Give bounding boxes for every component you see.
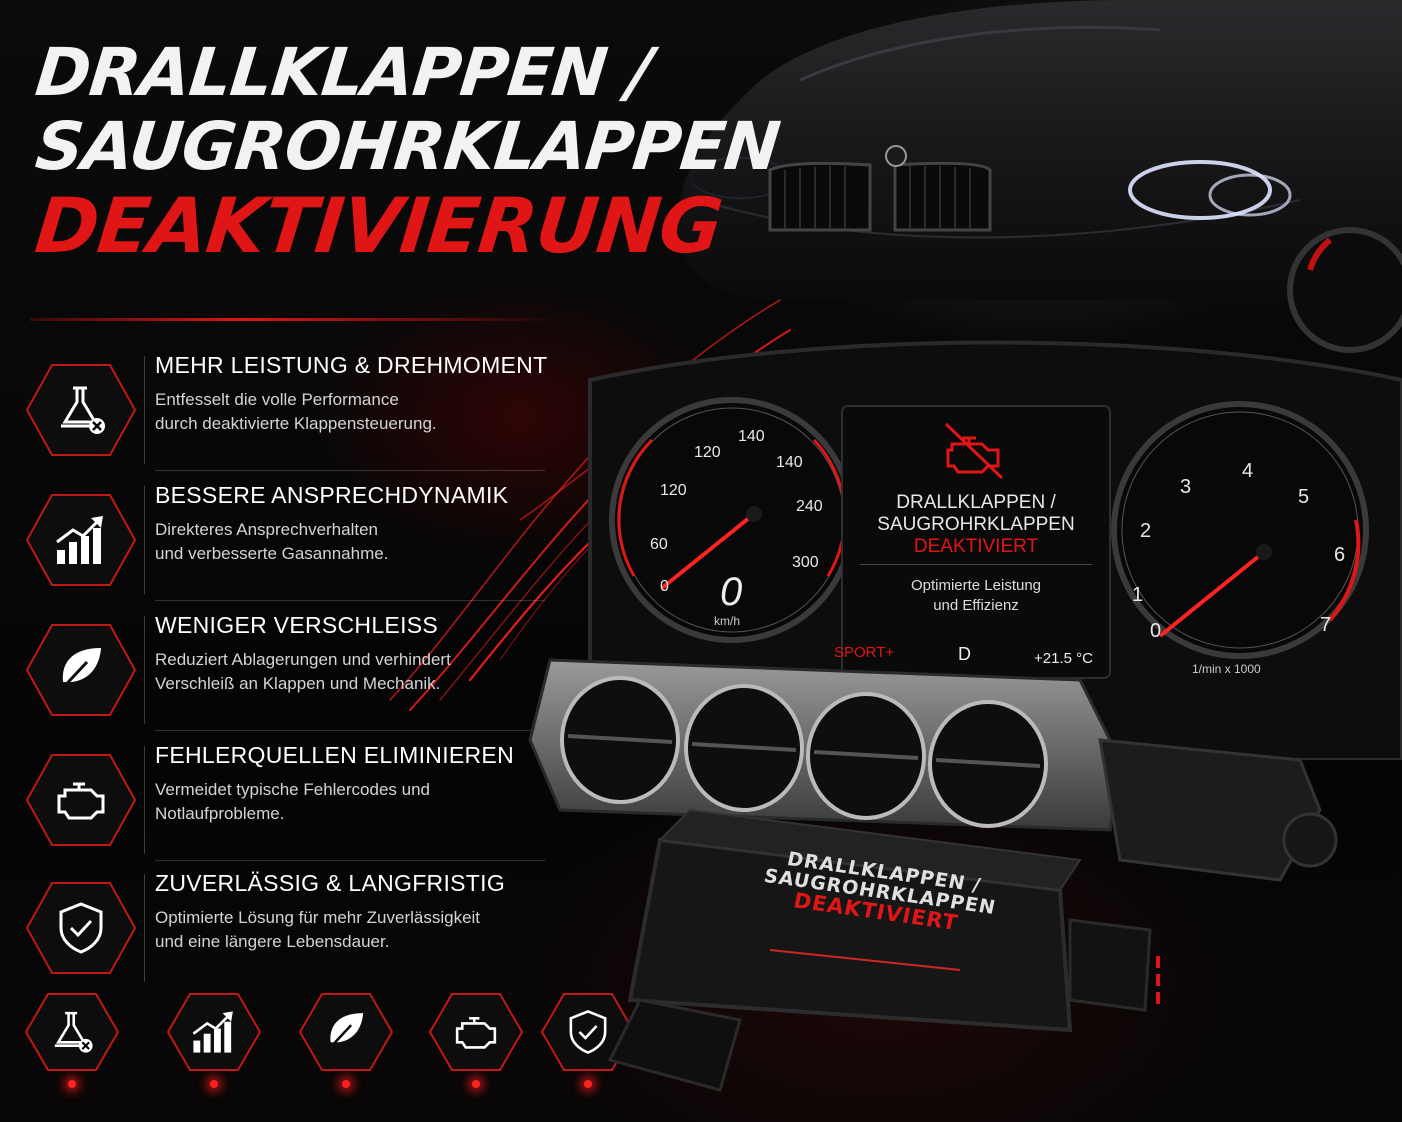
- flask-no-icon: [54, 1011, 93, 1053]
- rpm-tick: 0: [1150, 620, 1162, 642]
- glow-dot: [342, 1080, 350, 1088]
- leaf-icon: [57, 648, 101, 694]
- rpm-tick: 3: [1180, 476, 1192, 498]
- feature-response: BESSERE ANSPRECHDYNAMIK Direkteres Anspr…: [24, 482, 545, 602]
- feature-title: ZUVERLÄSSIG & LANGFRISTIG: [155, 870, 506, 896]
- bottom-badge-wear: [298, 992, 394, 1088]
- feature-title: BESSERE ANSPRECHDYNAMIK: [155, 482, 509, 508]
- instrument-cluster: DRALLKLAPPEN /SAUGROHRKLAPPEN DEAKTIVIER…: [570, 340, 1402, 760]
- speed-tick: 140: [738, 428, 765, 445]
- speed-tick: 120: [660, 482, 687, 499]
- feature-divider: [144, 874, 145, 982]
- feature-title: WENIGER VERSCHLEISS: [155, 612, 439, 638]
- feature-divider: [144, 616, 145, 724]
- display-status: DEAKTIVIERT: [913, 536, 1039, 557]
- growth-chart-icon: [56, 516, 103, 564]
- bottom-badge-power: [24, 992, 120, 1088]
- hex-badge: [24, 752, 138, 848]
- feature-divider: [144, 746, 145, 854]
- feature-description: Optimierte Lösung für mehr Zuverlässigke…: [155, 908, 481, 951]
- display-title: DRALLKLAPPEN /SAUGROHRKLAPPEN: [877, 492, 1075, 535]
- headline-line-1: DRALLKLAPPEN /: [32, 34, 656, 111]
- rpm-tick: 4: [1242, 460, 1254, 482]
- display-divider: [860, 564, 1092, 565]
- hex-badge: [24, 622, 138, 718]
- status-bar: SPORT+ D +21.5 °C: [828, 638, 1118, 678]
- glow-dot: [210, 1080, 218, 1088]
- car-image: [678, 0, 1402, 353]
- feature-title: FEHLERQUELLEN ELIMINIEREN: [155, 742, 514, 768]
- hex-badge: [24, 880, 138, 976]
- growth-chart-icon: [192, 1011, 233, 1053]
- feature-more-power: MEHR LEISTUNG & DREHMOMENT Entfesselt di…: [24, 352, 548, 472]
- hex-badge: [24, 362, 138, 458]
- leaf-icon: [326, 1013, 364, 1052]
- control-module: DRALLKLAPPEN / SAUGROHRKLAPPEN DEAKTIVIE…: [600, 800, 1160, 1100]
- feature-title: MEHR LEISTUNG & DREHMOMENT: [155, 352, 548, 378]
- rpm-tick: 1: [1132, 584, 1144, 606]
- speed-unit: km/h: [714, 614, 741, 628]
- feature-separator: [155, 470, 545, 471]
- headline-line-2: SAUGROHRKLAPPEN: [32, 108, 783, 185]
- feature-error-sources: FEHLERQUELLEN ELIMINIEREN Vermeidet typi…: [24, 742, 545, 862]
- headline: DRALLKLAPPEN / SAUGROHRKLAPPEN DEAKTIVIE…: [31, 34, 782, 270]
- speed-tick: 300: [792, 554, 819, 571]
- bottom-badge-response: [166, 992, 262, 1088]
- temperature: +21.5 °C: [1034, 650, 1093, 667]
- feature-separator: [155, 730, 545, 731]
- glow-dot: [68, 1080, 76, 1088]
- feature-separator: [155, 860, 545, 861]
- speed-tick: 120: [694, 444, 721, 461]
- drive-mode: SPORT+: [834, 644, 895, 661]
- engine-icon: [57, 782, 105, 820]
- cluster-frame: [588, 340, 1402, 760]
- rpm-tick: 5: [1298, 486, 1310, 508]
- rpm-tick: 6: [1334, 544, 1346, 566]
- feature-separator: [155, 600, 545, 601]
- bottom-badge-engine: [428, 992, 524, 1088]
- rpm-unit: 1/min x 1000: [1192, 662, 1261, 676]
- shield-check-icon: [59, 902, 103, 954]
- cluster-display: DRALLKLAPPEN /SAUGROHRKLAPPEN DEAKTIVIER…: [842, 406, 1110, 678]
- module-box: [607, 808, 1160, 1092]
- speed-readout: 0: [720, 570, 743, 614]
- hex-badge: [24, 492, 138, 588]
- speed-tick: 0: [660, 578, 669, 595]
- feature-divider: [144, 486, 145, 594]
- rpm-tick: 2: [1140, 520, 1152, 542]
- glow-dot: [584, 1080, 592, 1088]
- title-divider: [30, 318, 560, 321]
- gear-indicator: D: [958, 644, 971, 664]
- rpm-tick: 7: [1320, 614, 1332, 636]
- feature-reliable: ZUVERLÄSSIG & LANGFRISTIG Optimierte Lös…: [24, 870, 544, 990]
- headline-line-3: DEAKTIVIERUNG: [31, 181, 726, 270]
- engine-warning-icon: [944, 422, 1004, 480]
- flask-no-icon: [61, 386, 105, 434]
- speed-tick: 240: [796, 498, 823, 515]
- feature-divider: [144, 356, 145, 464]
- shield-check-icon: [569, 1010, 607, 1054]
- speed-tick: 60: [650, 536, 668, 553]
- bottom-badge-shield: [540, 992, 636, 1088]
- throttle-body-image: [528, 658, 1338, 882]
- engine-icon: [455, 1017, 497, 1049]
- glow-dot: [472, 1080, 480, 1088]
- speed-tick: 140: [776, 454, 803, 471]
- feature-less-wear: WENIGER VERSCHLEISS Reduziert Ablagerung…: [24, 612, 545, 732]
